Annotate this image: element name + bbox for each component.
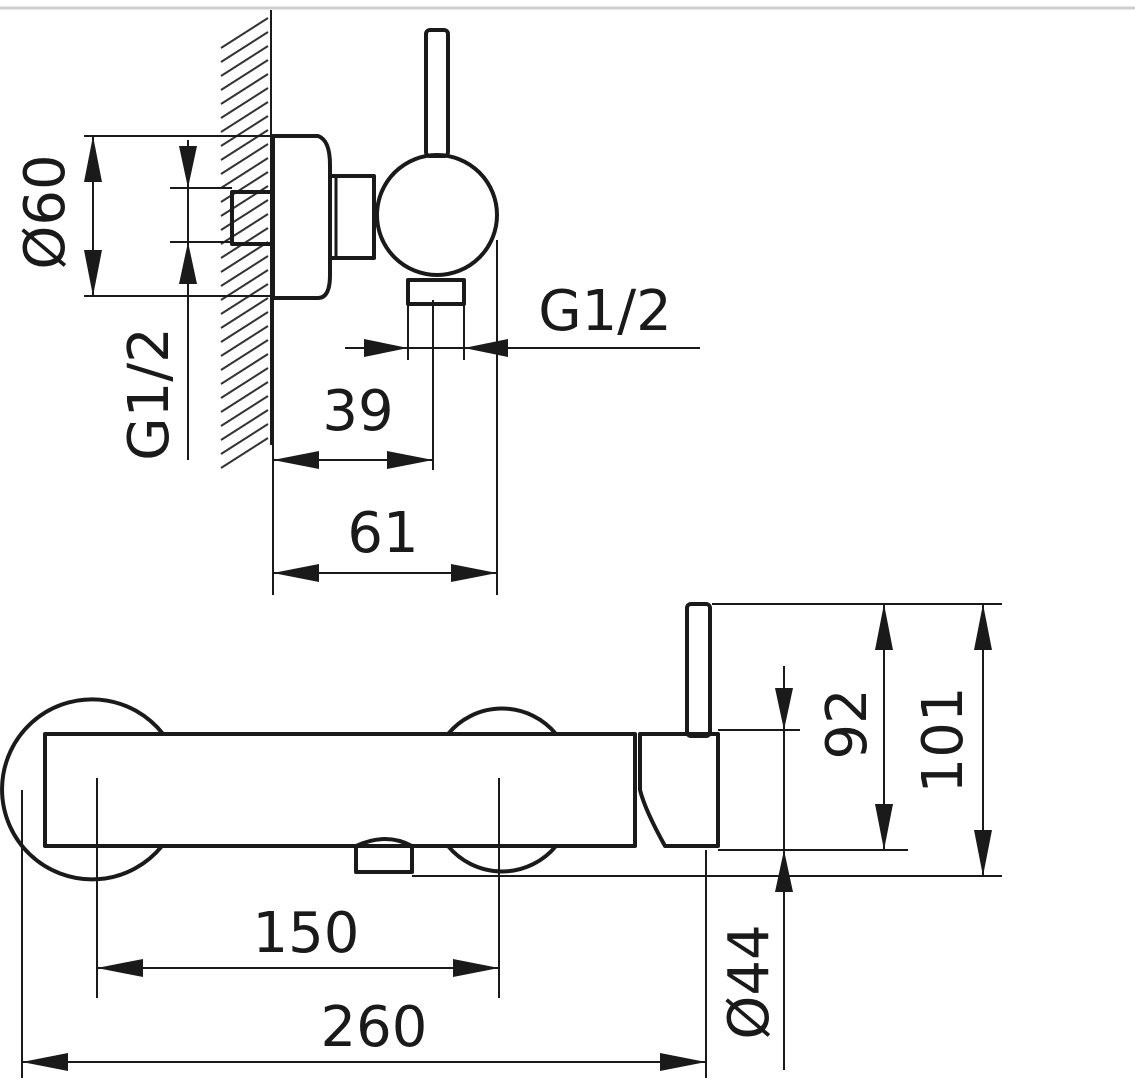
offset-39-label: 39 bbox=[322, 379, 393, 444]
hatch-line bbox=[220, 143, 269, 175]
wall-hatching bbox=[220, 10, 272, 469]
hatch-line bbox=[220, 59, 269, 91]
hatch-line bbox=[220, 157, 269, 189]
hatch-line bbox=[220, 283, 269, 315]
right-rosette bbox=[446, 706, 558, 874]
hatch-line bbox=[220, 31, 269, 63]
hatch-line bbox=[220, 395, 269, 427]
hatch-line bbox=[220, 367, 269, 399]
hatch-line bbox=[220, 437, 269, 469]
left-rosette bbox=[0, 697, 165, 882]
side-view: Ø60 G1/2 G1/2 39 61 bbox=[13, 10, 700, 595]
connector-neck bbox=[328, 174, 376, 260]
hatch-line bbox=[220, 339, 269, 371]
hatch-line bbox=[220, 353, 269, 385]
hatch-line bbox=[220, 101, 269, 133]
hatch-line bbox=[220, 241, 269, 273]
hatch-line bbox=[220, 171, 269, 203]
hatch-line bbox=[220, 297, 269, 329]
spacing-150-label: 150 bbox=[253, 901, 360, 966]
outlet-nozzle bbox=[354, 837, 414, 874]
wall-inlet-thread-label: G1/2 bbox=[117, 327, 182, 461]
lever-handle bbox=[424, 28, 450, 158]
outlet-thread-label: G1/2 bbox=[538, 279, 672, 344]
diameter-60-label: Ø60 bbox=[13, 154, 78, 269]
height-92-label: 92 bbox=[815, 688, 880, 759]
front-lever-handle bbox=[685, 602, 712, 738]
hatch-line bbox=[220, 213, 269, 245]
front-view: 150 260 Ø44 92 101 bbox=[0, 602, 1002, 1078]
diameter-44-label: Ø44 bbox=[717, 924, 782, 1039]
wall-flange bbox=[271, 134, 332, 300]
hatch-line bbox=[220, 325, 269, 357]
hatch-line bbox=[220, 199, 269, 231]
mixer-body-bar bbox=[43, 732, 637, 848]
hatch-line bbox=[220, 87, 269, 119]
mixer-body-circle bbox=[375, 153, 499, 277]
outlet-spout bbox=[406, 278, 466, 306]
hatch-line bbox=[220, 129, 269, 161]
hatch-line bbox=[220, 423, 269, 455]
hatch-line bbox=[220, 45, 269, 77]
length-260-label: 260 bbox=[321, 995, 428, 1060]
hatch-line bbox=[220, 17, 269, 49]
hatch-line bbox=[220, 115, 269, 147]
hatch-line bbox=[220, 381, 269, 413]
lever-housing bbox=[638, 732, 720, 848]
height-101-label: 101 bbox=[911, 687, 976, 794]
depth-61-label: 61 bbox=[347, 501, 418, 566]
hatch-line bbox=[220, 311, 269, 343]
wall-inlet-nipple bbox=[230, 190, 275, 246]
hatch-line bbox=[220, 409, 269, 441]
hatch-line bbox=[220, 255, 269, 287]
hatch-line bbox=[220, 73, 269, 105]
